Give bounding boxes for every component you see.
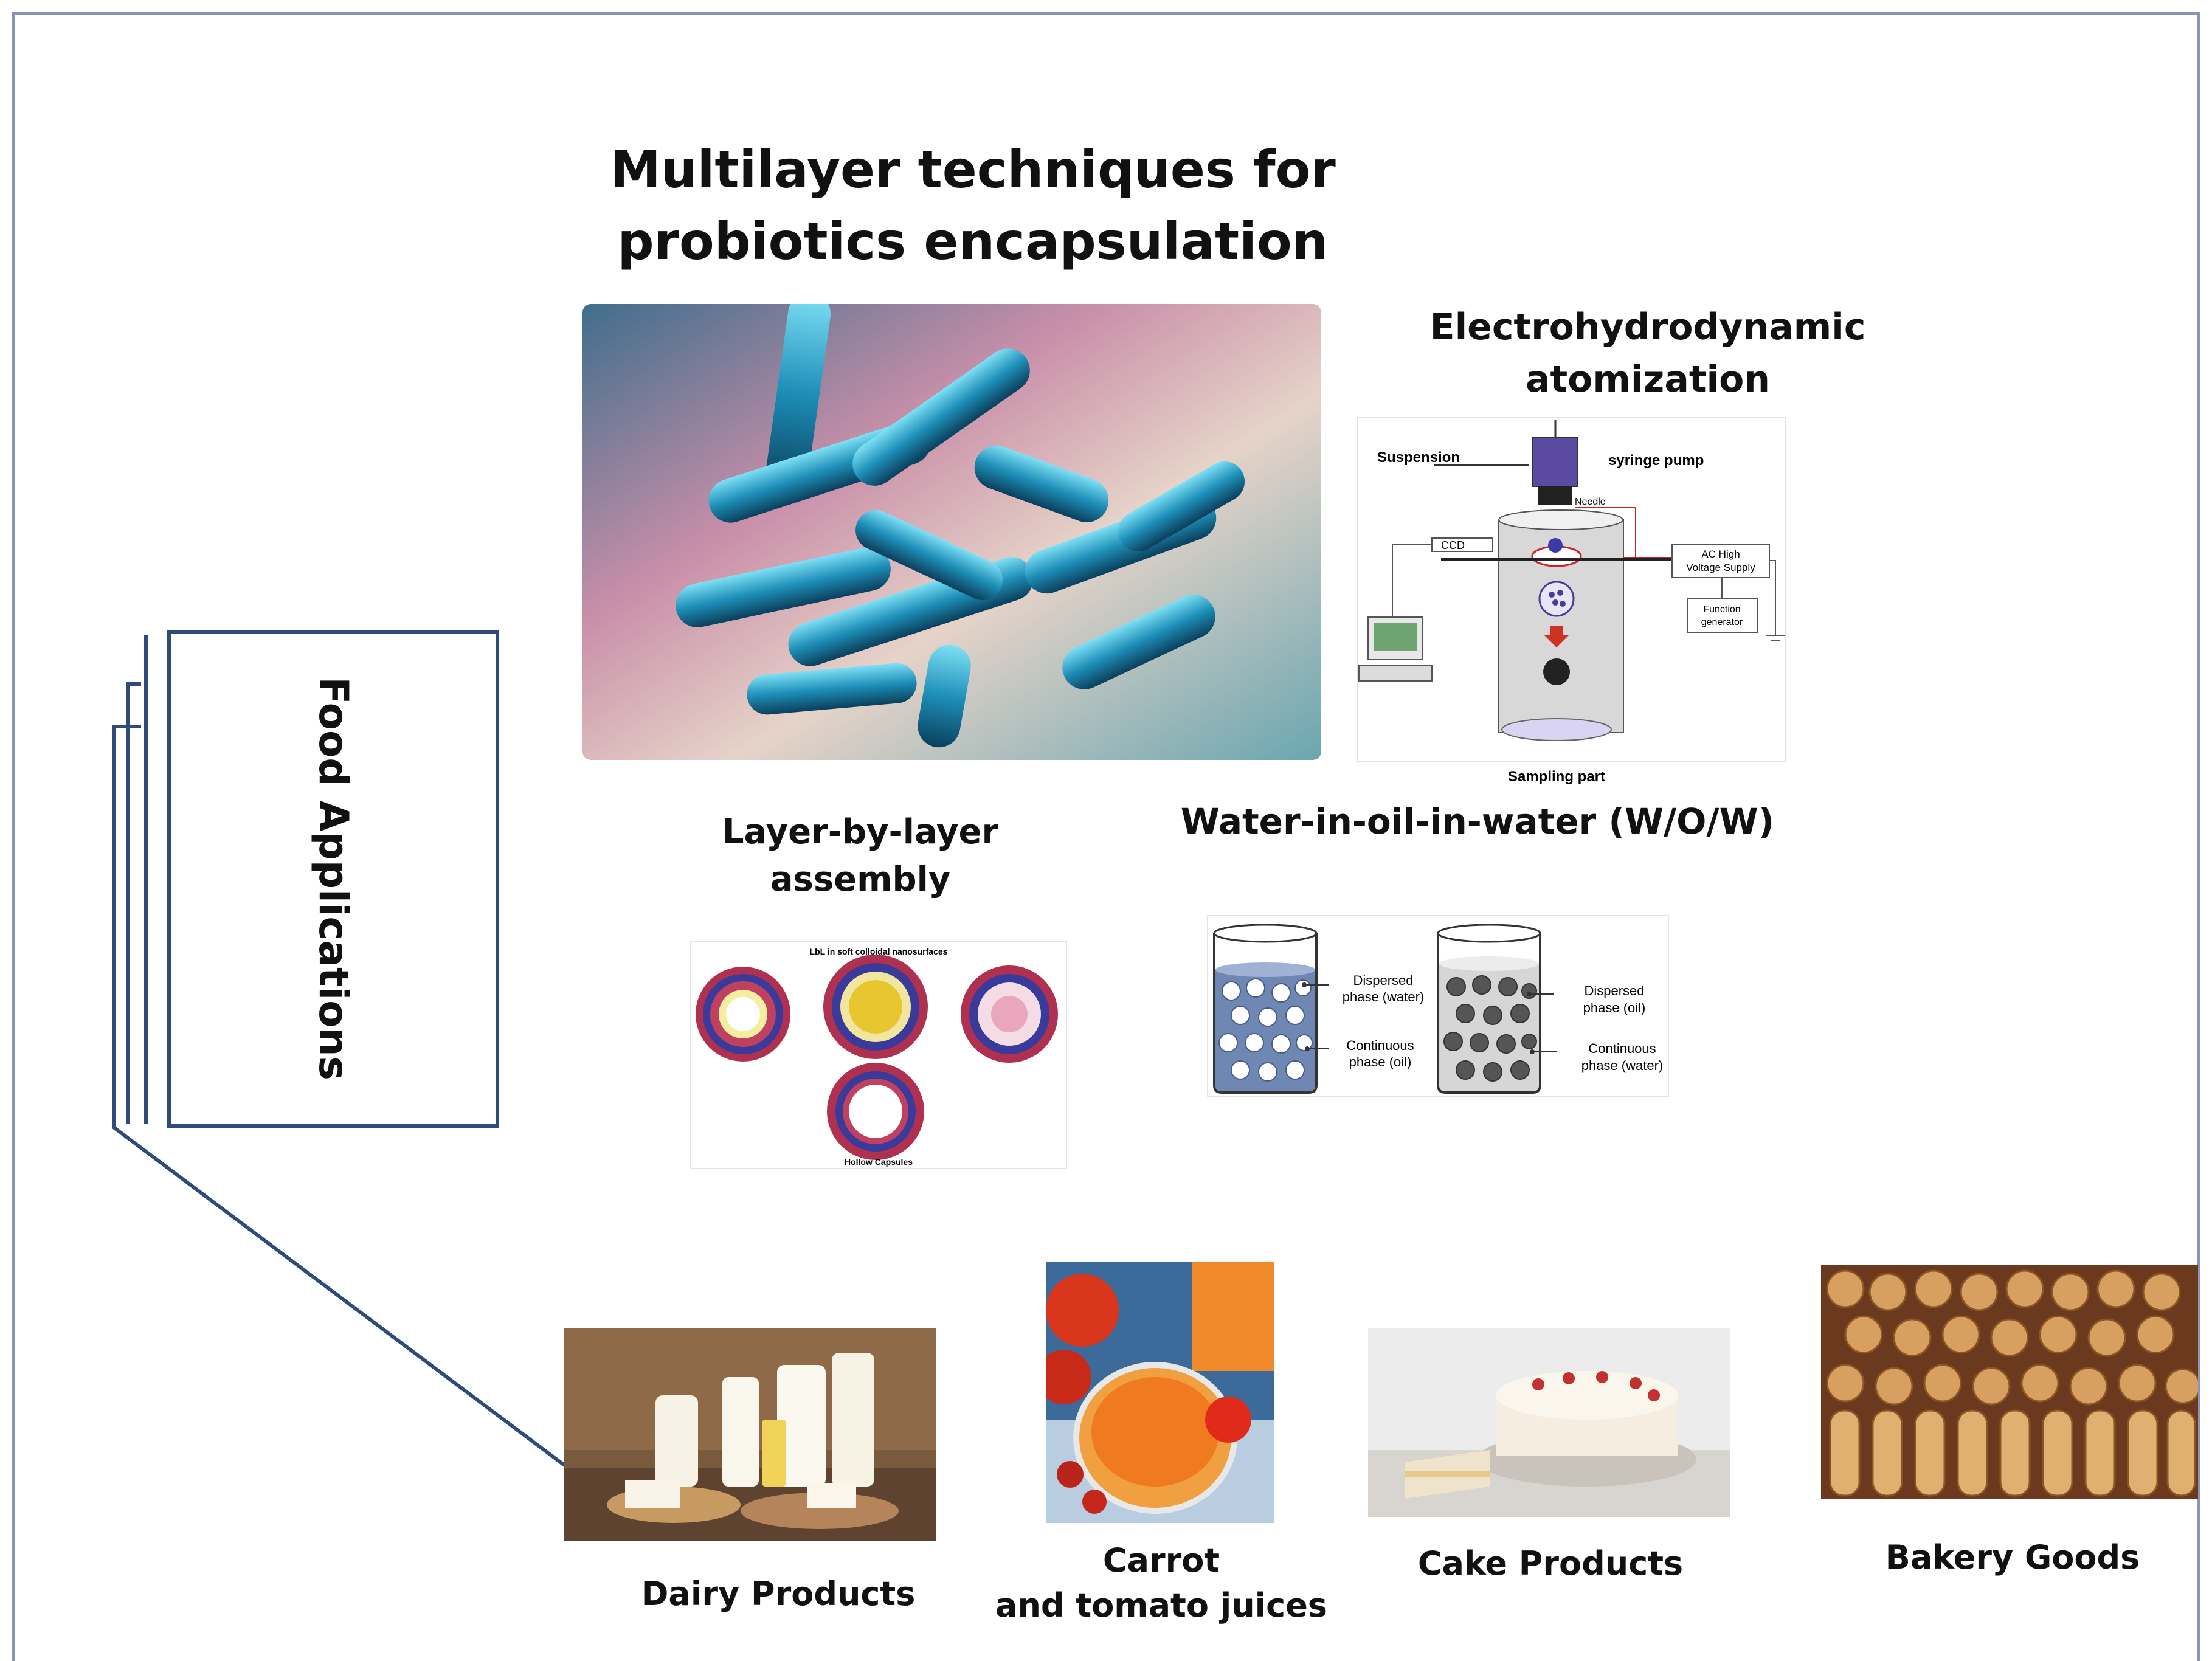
lbl-title-line-1: Layer-by-layer: [722, 812, 999, 852]
dairy-photo: [564, 1328, 936, 1541]
lbl-diagram: LbL in soft colloidal nanosurfaces Hollo…: [690, 941, 1067, 1169]
capsule-4: [827, 1063, 924, 1160]
function-generator-box: [1687, 598, 1758, 633]
wow-diagram: Dispersed phase (water) Continuous phase…: [1207, 915, 1669, 1097]
left-continuous-1: Continuous: [1346, 1038, 1414, 1053]
juice-photo: [1046, 1262, 1274, 1523]
capsule-2: [823, 955, 928, 1059]
bracket-line-middle: [126, 682, 141, 1124]
dairy-illustration: [564, 1328, 936, 1541]
bacteria-image: [582, 304, 1321, 760]
left-continuous-2: phase (oil): [1349, 1054, 1412, 1069]
outer-frame: [12, 12, 2200, 1661]
food-applications-box: [167, 630, 499, 1128]
ac-supply-box: [1671, 544, 1770, 578]
food-applications-label-wrap: Food Applications: [169, 647, 497, 1110]
lbl-caption-bottom: Hollow Capsules: [845, 1157, 913, 1167]
title-line-1: Multilayer techniques for: [610, 140, 1336, 199]
wow-title: Water-in-oil-in-water (W/O/W): [1180, 801, 1775, 842]
bracket-line-outer: [112, 725, 570, 1470]
page-title: Multilayer techniques for probiotics enc…: [547, 134, 1398, 277]
left-dispersed-1: Dispersed: [1353, 973, 1413, 988]
cake-illustration: [1368, 1328, 1730, 1517]
beaker-right: [1437, 924, 1541, 1094]
capsule-1: [696, 967, 790, 1062]
ehd-title: Electrohydrodynamic atomization: [1380, 301, 1915, 406]
ehd-diagram: Suspension syringe pump Needle CCD AC Hi…: [1357, 417, 1786, 785]
ccd-label: CCD: [1441, 539, 1465, 551]
dairy-label: Dairy Products: [641, 1575, 916, 1613]
juice-illustration: [1046, 1262, 1274, 1523]
right-dispersed-2: phase (oil): [1583, 1000, 1646, 1015]
bakery-label: Bakery Goods: [1885, 1538, 2140, 1576]
fg-label-2: generator: [1701, 617, 1743, 627]
syringe-pump-label: syringe pump: [1608, 452, 1704, 469]
beaker-left: [1213, 924, 1318, 1094]
lbl-caption-top: LbL in soft colloidal nanosurfaces: [810, 947, 948, 956]
suspension-label: Suspension: [1377, 449, 1460, 466]
bakery-illustration: [1821, 1265, 2198, 1499]
ehd-title-line-1: Electrohydrodynamic: [1429, 306, 1866, 348]
fg-label-1: Function: [1703, 604, 1740, 615]
juice-label: Carrot and tomato juices: [985, 1538, 1338, 1628]
cake-label: Cake Products: [1417, 1544, 1684, 1583]
juice-label-line-2: and tomato juices: [995, 1586, 1327, 1625]
right-continuous-2: phase (water): [1581, 1058, 1664, 1073]
ac-label-1: AC High: [1701, 548, 1740, 560]
cake-photo: [1368, 1328, 1730, 1517]
bakery-photo: [1821, 1265, 2198, 1499]
right-dispersed-1: Dispersed: [1584, 983, 1644, 998]
left-dispersed-2: phase (water): [1343, 989, 1425, 1004]
capsule-3: [961, 965, 1058, 1063]
juice-label-line-1: Carrot: [1102, 1541, 1220, 1580]
sampling-label: Sampling part: [1508, 768, 1605, 785]
food-applications-label: Food Applications: [310, 677, 357, 1080]
bacteria-illustration: [582, 304, 1321, 760]
lbl-title-line-2: assembly: [770, 860, 951, 899]
syringe-pump-icon: [1532, 437, 1578, 487]
title-line-2: probiotics encapsulation: [617, 212, 1329, 271]
ehd-title-line-2: atomization: [1525, 358, 1771, 401]
ac-label-2: Voltage Supply: [1686, 562, 1755, 573]
right-continuous-1: Continuous: [1588, 1041, 1656, 1056]
lbl-title: Layer-by-layer assembly: [687, 809, 1034, 903]
needle-label: Needle: [1575, 497, 1606, 507]
